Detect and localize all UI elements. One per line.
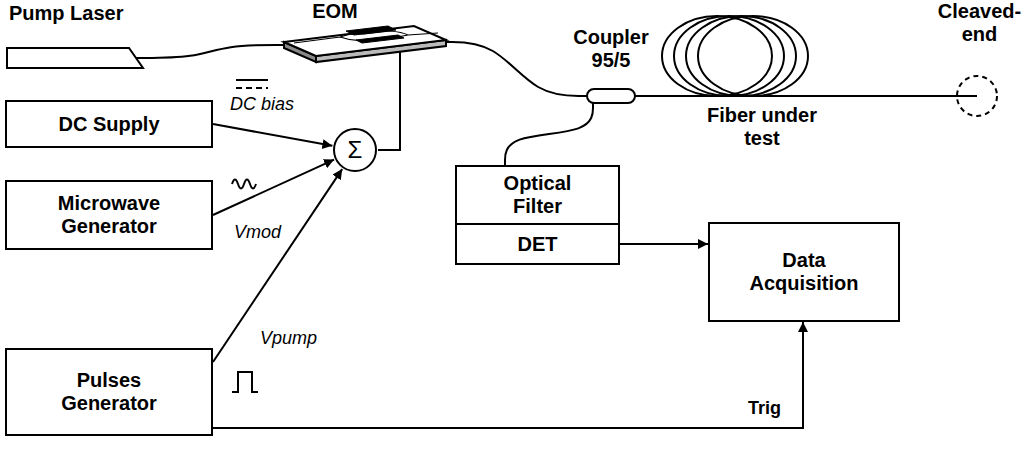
connector (505, 103, 593, 165)
process-box: DC Supply (5, 100, 213, 148)
microwave-symbol (232, 180, 256, 189)
connector (635, 95, 655, 97)
node-label: Microwave Generator (34, 192, 184, 238)
modulator-outline (280, 0, 452, 66)
process-box: Data Acquisition (708, 222, 900, 322)
process-box: Microwave Generator (5, 180, 213, 250)
node-label: Data Acquisition (739, 249, 869, 295)
fiber-coil-outline (655, 8, 830, 173)
fiber-coupler: Coupler 95/5 (565, 26, 657, 108)
node-label: Optical Filter (488, 172, 588, 218)
node-label: Pulses Generator (49, 369, 169, 415)
dc-symbol (236, 80, 268, 88)
process-box: Optical Filter (455, 165, 620, 225)
node-label: DET (518, 233, 558, 256)
node-label: DC Supply (58, 113, 159, 136)
connector (444, 42, 587, 96)
signal-label: Vpump (258, 328, 319, 349)
signal-label: Vmod (232, 222, 283, 243)
connector (830, 95, 977, 97)
fiber-end: Cleaved-end (932, 0, 1027, 122)
process-box: Pulses Generator (5, 348, 213, 436)
node-label: Coupler 95/5 (565, 26, 657, 72)
laser-source: Pump Laser (5, 2, 150, 72)
connector (620, 243, 708, 245)
pulse-symbol (232, 372, 258, 392)
node-label: Σ (335, 130, 375, 170)
summing-junction: Σ (333, 128, 377, 172)
connector (213, 169, 342, 362)
process-box: DET (455, 223, 620, 265)
connector (213, 322, 803, 428)
node-label: Cleaved-end (932, 0, 1027, 46)
signal-label: DC bias (228, 94, 296, 115)
node-label: Fiber under test (697, 104, 827, 150)
connector (135, 45, 286, 58)
modulator: EOM (280, 0, 452, 66)
node-label: Pump Laser (9, 2, 150, 25)
signal-label: Trig (746, 398, 783, 419)
connector (213, 124, 332, 146)
node-label: EOM (280, 0, 390, 23)
connector (378, 52, 400, 150)
fiber-coil: Fiber under test (655, 8, 830, 173)
